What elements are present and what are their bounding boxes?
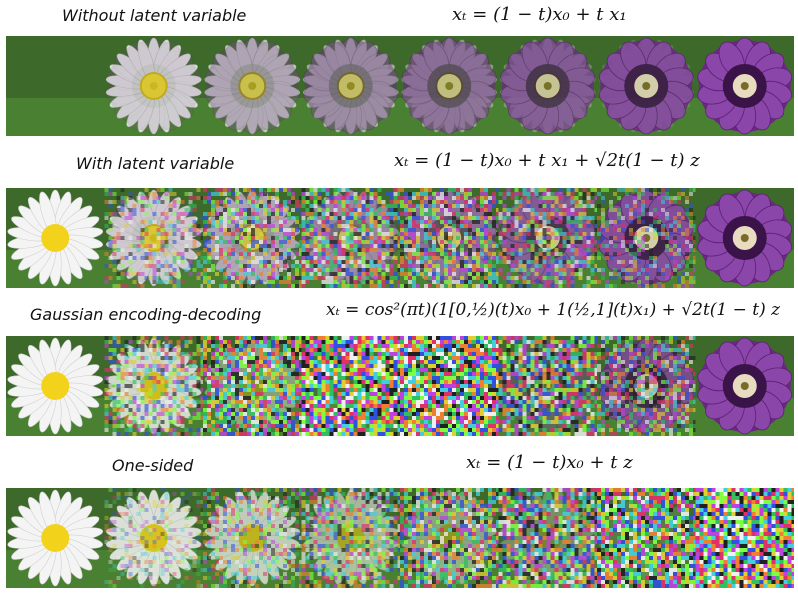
frame-2 — [104, 488, 203, 588]
daisy-center — [336, 72, 365, 100]
frame-8 — [695, 36, 794, 136]
frame-3 — [203, 488, 302, 588]
row-4-image-strip — [6, 488, 794, 588]
row-2-title: With latent variable — [76, 154, 235, 173]
row-4-equation: xₜ = (1 − t)x₀ + t z — [466, 452, 633, 473]
daisy-source — [105, 489, 202, 587]
noise-layer — [400, 188, 499, 288]
frame-6 — [498, 336, 597, 436]
noise-layer — [597, 188, 696, 288]
frame-8 — [695, 188, 794, 288]
passion-center — [338, 74, 363, 98]
row-3-title: Gaussian encoding-decoding — [30, 305, 262, 324]
row-4-title: One-sided — [112, 456, 194, 475]
noise-layer — [104, 188, 203, 288]
passion-flower-target — [697, 37, 793, 135]
frame-7 — [597, 336, 696, 436]
daisy-source — [204, 37, 301, 135]
noise-layer — [400, 488, 499, 588]
passion-flower-target — [500, 37, 596, 135]
foliage-lower — [6, 98, 105, 136]
frame-4 — [301, 188, 400, 288]
passion-flower-target — [697, 337, 793, 435]
noise-layer — [498, 488, 597, 588]
passion-flower-target — [106, 37, 202, 135]
row-1-equation: xₜ = (1 − t)x₀ + t x₁ — [452, 4, 627, 25]
frame-6 — [498, 488, 597, 588]
daisy-source — [7, 489, 104, 587]
noise-layer — [301, 188, 400, 288]
frame-4 — [301, 336, 400, 436]
row-3-equation: xₜ = cos²(πt)(1[0,½)(t)x₀ + 1(½,1](t)x₁)… — [326, 300, 781, 320]
frame-7 — [597, 488, 696, 588]
frame-2 — [104, 336, 203, 436]
passion-flower-target — [303, 37, 399, 135]
daisy-center — [41, 524, 70, 552]
daisy-source — [7, 189, 104, 287]
daisy-source — [302, 37, 399, 135]
noise-layer — [203, 336, 302, 436]
frame-6 — [498, 188, 597, 288]
noise-layer — [301, 488, 400, 588]
frame-2 — [104, 188, 203, 288]
noise-layer — [104, 488, 203, 588]
noise-layer — [104, 336, 203, 436]
daisy-center — [41, 224, 70, 252]
frame-3 — [203, 36, 302, 136]
frame-4 — [301, 36, 400, 136]
frame-5 — [400, 488, 499, 588]
row-3-image-strip — [6, 336, 794, 436]
passion-flower-target — [598, 37, 694, 135]
daisy-source — [7, 337, 104, 435]
daisy-center — [41, 372, 70, 400]
daisy-source — [105, 37, 202, 135]
passion-center — [141, 74, 166, 98]
frame-5 — [400, 336, 499, 436]
frame-7 — [597, 36, 696, 136]
row-2-equation: xₜ = (1 − t)x₀ + t x₁ + √2t(1 − t) z — [394, 150, 700, 171]
frame-1 — [6, 488, 105, 588]
passion-flower-target — [401, 37, 497, 135]
row-2-image-strip — [6, 188, 794, 288]
noise-layer — [498, 188, 597, 288]
daisy-center — [238, 72, 267, 100]
frame-8 — [695, 336, 794, 436]
passion-flower-target — [204, 37, 300, 135]
noise-layer — [498, 336, 597, 436]
row-1-title: Without latent variable — [62, 6, 247, 25]
frame-1 — [6, 188, 105, 288]
frame-4 — [301, 488, 400, 588]
frame-3 — [203, 336, 302, 436]
frame-2 — [104, 36, 203, 136]
frame-3 — [203, 188, 302, 288]
frame-1 — [6, 36, 105, 136]
row-1-image-strip — [6, 36, 794, 136]
noise-layer — [400, 336, 499, 436]
frame-1 — [6, 336, 105, 436]
passion-center — [240, 74, 265, 98]
noise-layer — [695, 488, 794, 588]
frame-6 — [498, 36, 597, 136]
noise-layer — [203, 188, 302, 288]
frame-5 — [400, 36, 499, 136]
frame-7 — [597, 188, 696, 288]
daisy-center — [139, 524, 168, 552]
frame-5 — [400, 188, 499, 288]
noise-layer — [301, 336, 400, 436]
noise-layer — [597, 336, 696, 436]
daisy-center — [139, 72, 168, 100]
frame-8 — [695, 488, 794, 588]
passion-flower-target — [697, 189, 793, 287]
noise-layer — [203, 488, 302, 588]
noise-layer — [597, 488, 696, 588]
